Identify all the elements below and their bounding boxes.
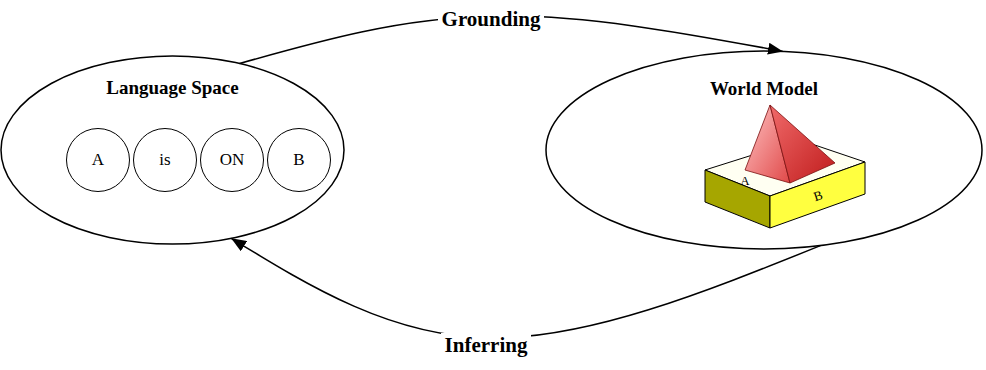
word-circle: A [66, 128, 130, 192]
word-circle: is [133, 128, 197, 192]
word-text: A [92, 150, 104, 170]
part-label: B [812, 188, 825, 205]
box-left-face [705, 170, 770, 228]
region-title: Language Space [106, 77, 239, 99]
part-label: A [740, 174, 749, 189]
word-circle: B [267, 128, 331, 192]
ellipse-border [1, 56, 344, 244]
edge-label-text: Inferring [441, 333, 532, 357]
ellipse-border [546, 51, 982, 249]
face-label: B [812, 188, 825, 205]
word-text: ON [220, 150, 245, 170]
region-title: World Model [710, 78, 818, 100]
edge-label: Inferring [441, 333, 532, 357]
word-text: B [293, 150, 304, 170]
edge-label-text: Grounding [438, 7, 545, 31]
flow-arc [231, 238, 820, 338]
region-ellipse: Language SpaceAis ON B [0, 55, 345, 245]
region-ellipse: World Model [545, 50, 983, 250]
edge-label: Grounding [438, 7, 545, 31]
face-label: A [740, 174, 749, 189]
pyramid-right-face [770, 105, 835, 183]
word-text: is [159, 150, 170, 170]
word-circle: ON [200, 128, 264, 192]
